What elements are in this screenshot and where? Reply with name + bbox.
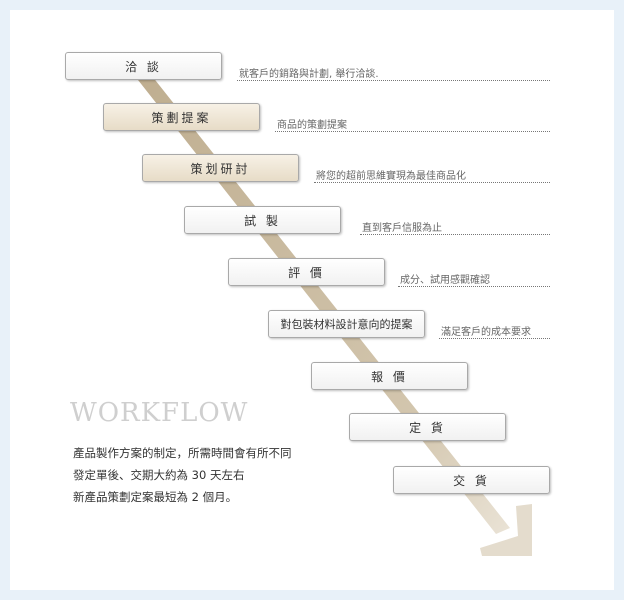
arrow-head bbox=[480, 504, 532, 556]
step-planning-review: 策划研討 bbox=[142, 154, 299, 182]
step-order: 定 貨 bbox=[349, 413, 506, 441]
step-negotiation-desc: 就客戶的銷路與計劃, 舉行洽談. bbox=[237, 65, 550, 81]
step-quotation: 報 價 bbox=[311, 362, 468, 390]
step-packaging-proposal: 對包裝材料設計意向的提案 bbox=[268, 310, 425, 338]
step-planning-proposal-desc: 商品的策劃提案 bbox=[275, 116, 550, 132]
workflow-heading: WORKFLOW bbox=[70, 398, 249, 428]
workflow-note: 產品製作方案的制定，所需時間會有所不同 發定單後、交期大約為 30 天左右 新產… bbox=[73, 442, 292, 508]
step-planning-proposal: 策劃提案 bbox=[103, 103, 260, 131]
step-negotiation: 洽 談 bbox=[65, 52, 222, 80]
step-trial-production-desc: 直到客戶信服為止 bbox=[360, 219, 550, 235]
step-packaging-proposal-desc: 滿足客戶的成本要求 bbox=[439, 323, 550, 339]
step-trial-production: 試 製 bbox=[184, 206, 341, 234]
note-line: 產品製作方案的制定，所需時間會有所不同 bbox=[73, 446, 292, 460]
workflow-panel: 洽 談 就客戶的銷路與計劃, 舉行洽談. 策劃提案 商品的策劃提案 策划研討 將… bbox=[10, 10, 614, 590]
note-line: 發定單後、交期大約為 30 天左右 bbox=[73, 468, 245, 482]
step-evaluation: 評 價 bbox=[228, 258, 385, 286]
note-line: 新產品策劃定案最短為 2 個月。 bbox=[73, 490, 238, 504]
step-delivery: 交 貨 bbox=[393, 466, 550, 494]
step-evaluation-desc: 成分、試用感觀確認 bbox=[398, 271, 550, 287]
step-planning-review-desc: 將您的超前思維實現為最佳商品化 bbox=[314, 167, 550, 183]
